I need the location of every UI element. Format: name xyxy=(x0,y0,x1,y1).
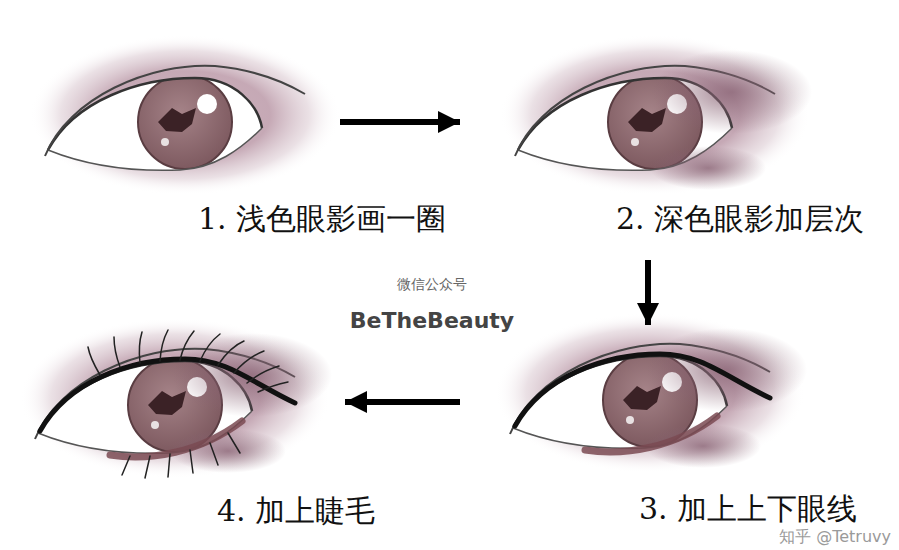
step-caption: 4. 加上睫毛 xyxy=(217,494,375,527)
step-arrow xyxy=(645,260,651,325)
step-panel: 4. 加上睫毛 xyxy=(40,325,345,485)
step-panel: 2. 深色眼影加层次 xyxy=(460,35,800,260)
step-caption: 2. 深色眼影加层次 xyxy=(616,202,864,235)
step-panel: 1. 浅色眼影画一圈 xyxy=(40,35,340,205)
step-caption: 1. 浅色眼影画一圈 xyxy=(198,202,446,235)
step-caption: 3. 加上上下眼线 xyxy=(639,492,857,525)
step-panel: 3. 加上上下眼线 xyxy=(460,325,800,485)
watermark-text: 微信公众号 xyxy=(397,277,467,292)
step-arrow xyxy=(345,399,460,405)
watermark-text: 知乎 @Tetruvy xyxy=(779,528,891,546)
step-arrow xyxy=(340,119,460,125)
watermark-brand: BeTheBeauty xyxy=(350,309,514,333)
